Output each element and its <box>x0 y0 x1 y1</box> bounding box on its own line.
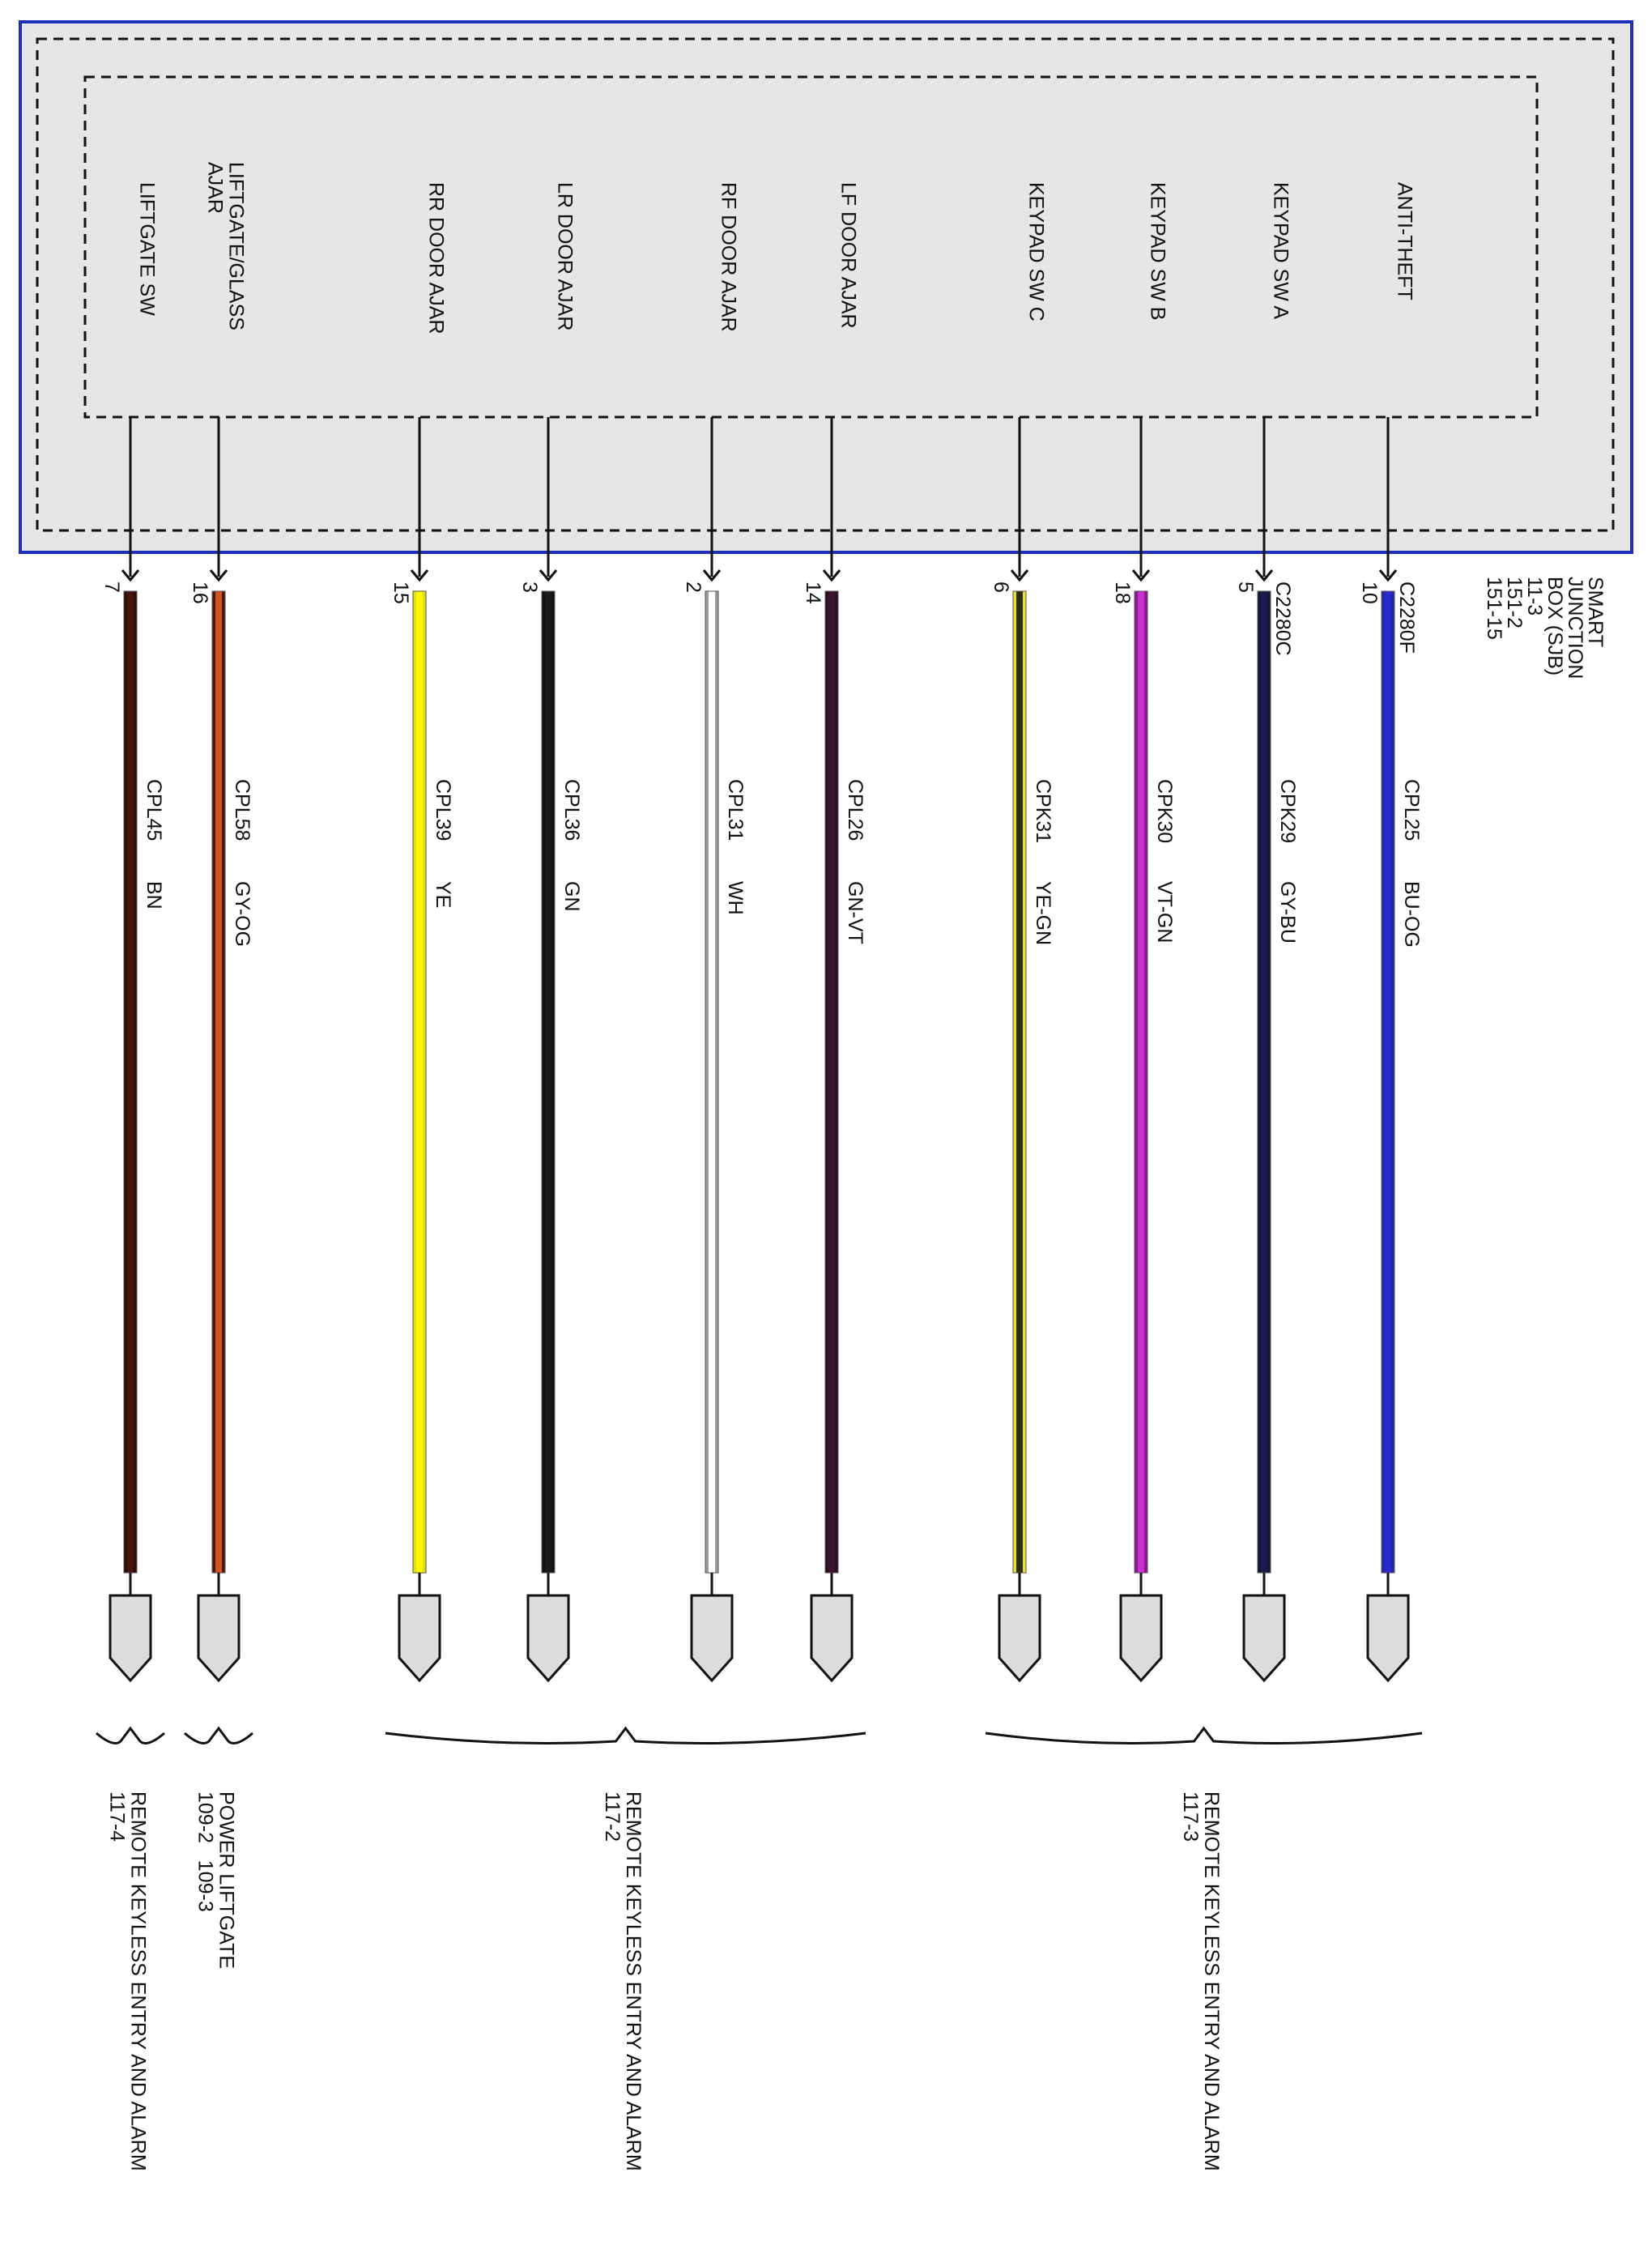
destination-label: REMOTE KEYLESS ENTRY AND ALARM 117-4 <box>105 1791 150 2171</box>
pin-number: 16 <box>189 581 211 604</box>
wire-cpl58 <box>197 417 241 1683</box>
pin-number: 3 <box>518 581 541 593</box>
wires-layer <box>109 417 1410 1683</box>
circuit-number: CPL26 <box>844 779 866 841</box>
destination-brace <box>184 1726 253 1744</box>
module-dashed-border <box>36 37 1615 532</box>
circuit-number: CPL36 <box>560 779 583 841</box>
pin-arrow <box>1010 569 1029 582</box>
wire-stripe <box>709 591 715 1573</box>
wire-stripe <box>1138 591 1144 1573</box>
wire-color-code: GN <box>560 881 583 912</box>
circuit-number: CPL45 <box>143 779 165 841</box>
wire-color-code: GY-OG <box>231 881 253 948</box>
module-inner-dashed-border <box>83 75 1539 419</box>
signal-label: ANTI-THEFT <box>1393 182 1416 300</box>
module-title: SMART JUNCTION BOX (SJB) 11-3 151-2 151-… <box>1483 577 1607 679</box>
destination-brace <box>96 1726 165 1744</box>
pin-number: 7 <box>100 581 123 593</box>
connector-shape <box>1119 1594 1163 1683</box>
wire-color-code: VT-GN <box>1153 881 1176 944</box>
connector-code: C2280F <box>1395 581 1418 654</box>
pin-arrow <box>1131 569 1151 582</box>
wire-cpk31 <box>998 417 1041 1683</box>
connector-shape <box>810 1594 854 1683</box>
wire-stripe <box>127 591 134 1573</box>
wire-color-code: WH <box>724 881 747 915</box>
signal-label: KEYPAD SW B <box>1146 182 1169 321</box>
signal-label: KEYPAD SW A <box>1269 182 1292 320</box>
connector-shape <box>1242 1594 1286 1683</box>
signal-label: LR DOOR AJAR <box>553 182 577 331</box>
braces-layer <box>96 1726 1423 1744</box>
destination-label: REMOTE KEYLESS ENTRY AND ALARM 117-3 <box>1178 1791 1223 2171</box>
wire-cpl26 <box>810 417 854 1683</box>
connector-shape <box>197 1594 241 1683</box>
circuit-number: CPK30 <box>1153 779 1176 844</box>
destination-brace <box>385 1726 866 1744</box>
pin-arrow <box>121 569 140 582</box>
pin-number: 18 <box>1111 581 1134 604</box>
destination-brace <box>985 1726 1423 1744</box>
circuit-number: CPL39 <box>432 779 454 841</box>
pin-arrow <box>1378 569 1398 582</box>
wire-cpl25 <box>1366 417 1410 1683</box>
signal-label: KEYPAD SW C <box>1024 182 1048 322</box>
pin-arrow <box>209 569 228 582</box>
connector-shape <box>526 1594 570 1683</box>
wire-color-code: BU-OG <box>1400 881 1423 948</box>
wire-cpk29 <box>1242 417 1286 1683</box>
pin-number: 10 <box>1358 581 1381 604</box>
wire-color-code: GY-BU <box>1276 881 1299 944</box>
connector-shape <box>1366 1594 1410 1683</box>
wire-stripe <box>215 591 222 1573</box>
connector-code: C2280C <box>1271 581 1294 656</box>
wire-color-code: YE-GN <box>1032 881 1054 946</box>
module-outer-border <box>19 20 1633 554</box>
pin-arrow <box>702 569 722 582</box>
wire-stripe <box>1261 591 1267 1573</box>
signal-label: RF DOOR AJAR <box>717 182 740 332</box>
signal-label: RR DOOR AJAR <box>424 182 448 334</box>
wire-stripe <box>545 591 551 1573</box>
destination-label: REMOTE KEYLESS ENTRY AND ALARM 117-2 <box>600 1791 645 2171</box>
pin-arrow <box>822 569 841 582</box>
pin-number: 14 <box>802 581 824 604</box>
pin-arrow <box>1254 569 1274 582</box>
pin-number: 2 <box>682 581 705 593</box>
pin-number: 6 <box>990 581 1012 593</box>
wire-cpl39 <box>398 417 441 1683</box>
circuit-number: CPK29 <box>1276 779 1299 844</box>
pin-number: 5 <box>1234 581 1257 593</box>
pin-arrow <box>539 569 558 582</box>
wire-stripe <box>828 591 835 1573</box>
pin-arrow <box>410 569 429 582</box>
wire-stripe <box>1385 591 1391 1573</box>
circuit-number: CPL58 <box>231 779 253 841</box>
signal-label: LIFTGATE/GLASS AJAR <box>203 162 248 330</box>
signal-label: LIFTGATE SW <box>135 182 159 316</box>
signal-label: LF DOOR AJAR <box>837 182 860 329</box>
connector-shape <box>998 1594 1041 1683</box>
connector-shape <box>109 1594 152 1683</box>
destination-label: POWER LIFTGATE 109-2 109-3 <box>194 1791 238 1969</box>
circuit-number: CPK31 <box>1032 779 1054 844</box>
wire-color-code: GN-VT <box>844 881 866 944</box>
wire-stripe <box>416 591 423 1573</box>
wire-cpl36 <box>526 417 570 1683</box>
wire-stripe <box>1016 591 1023 1573</box>
wire-color-code: BN <box>143 881 165 910</box>
circuit-number: CPL25 <box>1400 779 1423 841</box>
wire-cpl31 <box>690 417 734 1683</box>
connector-shape <box>690 1594 734 1683</box>
wire-cpl45 <box>109 417 152 1683</box>
circuit-number: CPL31 <box>724 779 747 841</box>
wire-cpk30 <box>1119 417 1163 1683</box>
wire-color-code: YE <box>432 881 454 909</box>
connector-shape <box>398 1594 441 1683</box>
pin-number: 15 <box>390 581 412 604</box>
